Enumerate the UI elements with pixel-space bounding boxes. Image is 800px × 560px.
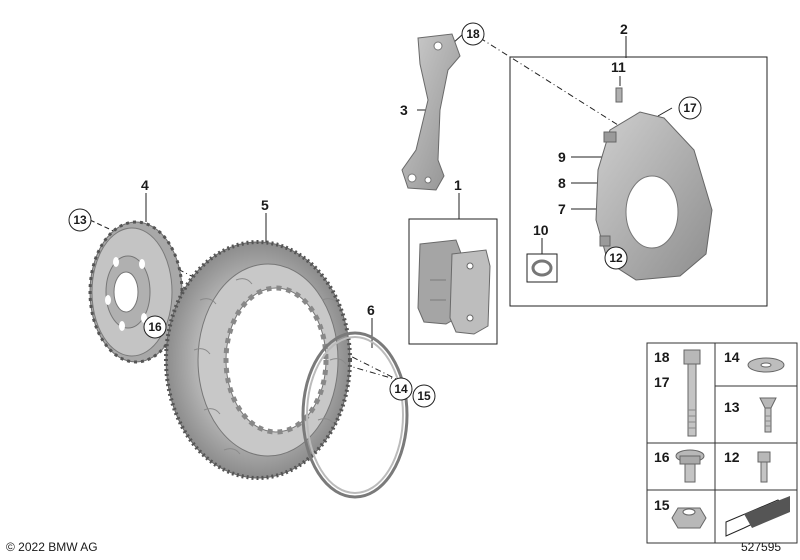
table-label-14: 14 — [724, 349, 740, 365]
document-number: 527595 — [741, 540, 782, 554]
callout-6: 6 — [367, 302, 375, 318]
circled-callout-17: 17 — [678, 96, 702, 120]
flange-bolt-icon — [675, 449, 705, 483]
svg-text:15: 15 — [417, 389, 431, 403]
circled-callouts: 12 13 14 15 16 17 18 — [68, 22, 702, 408]
seal-ring — [301, 331, 409, 499]
svg-text:18: 18 — [466, 27, 480, 41]
callout-10: 10 — [533, 222, 549, 238]
circled-callout-16: 16 — [143, 315, 167, 339]
washer-box — [526, 253, 558, 283]
circled-callout-12: 12 — [604, 246, 628, 270]
washer — [531, 259, 553, 277]
circled-callout-18: 18 — [461, 22, 485, 46]
circled-callout-15: 15 — [412, 384, 436, 408]
svg-text:14: 14 — [394, 382, 408, 396]
countersunk-screw-icon — [759, 397, 777, 433]
circled-callout-13: 13 — [68, 208, 92, 232]
callout-7: 7 — [558, 201, 566, 217]
long-bolt-icon — [683, 349, 701, 437]
caliper-group-box — [509, 56, 768, 307]
brake-pads — [417, 239, 491, 335]
circled-callout-14: 14 — [389, 377, 413, 401]
table-label-13: 13 — [724, 399, 740, 415]
table-label-12: 12 — [724, 449, 740, 465]
table-label-16: 16 — [654, 449, 670, 465]
callout-8: 8 — [558, 175, 566, 191]
callout-11: 11 — [611, 59, 626, 75]
table-label-17: 17 — [654, 374, 670, 390]
callout-5: 5 — [261, 197, 269, 213]
flat-washer-icon — [747, 357, 785, 373]
svg-text:17: 17 — [683, 101, 697, 115]
flange-nut-icon — [671, 507, 707, 529]
brake-disc — [164, 240, 352, 480]
caliper-bracket — [401, 33, 461, 191]
table-label-15: 15 — [654, 497, 670, 513]
callout-3: 3 — [400, 102, 408, 118]
table-label-18: 18 — [654, 349, 670, 365]
small-parts-table: 18 17 14 13 16 12 15 — [646, 342, 798, 544]
copyright-text: © 2022 BMW AG — [6, 540, 98, 554]
callouts: 1 2 3 4 5 6 7 8 9 10 11 — [141, 21, 628, 318]
callout-4: 4 — [141, 177, 149, 193]
callout-2: 2 — [620, 21, 628, 37]
brake-caliper — [595, 87, 713, 281]
callout-9: 9 — [558, 149, 566, 165]
svg-text:12: 12 — [609, 251, 623, 265]
callout-1: 1 — [454, 177, 462, 193]
direction-arrow-icon — [725, 496, 790, 537]
brake-disc-hub — [88, 220, 184, 364]
brake-pads-box — [408, 218, 498, 345]
socket-screw-icon — [757, 451, 771, 483]
svg-text:13: 13 — [73, 213, 87, 227]
svg-text:16: 16 — [148, 320, 162, 334]
